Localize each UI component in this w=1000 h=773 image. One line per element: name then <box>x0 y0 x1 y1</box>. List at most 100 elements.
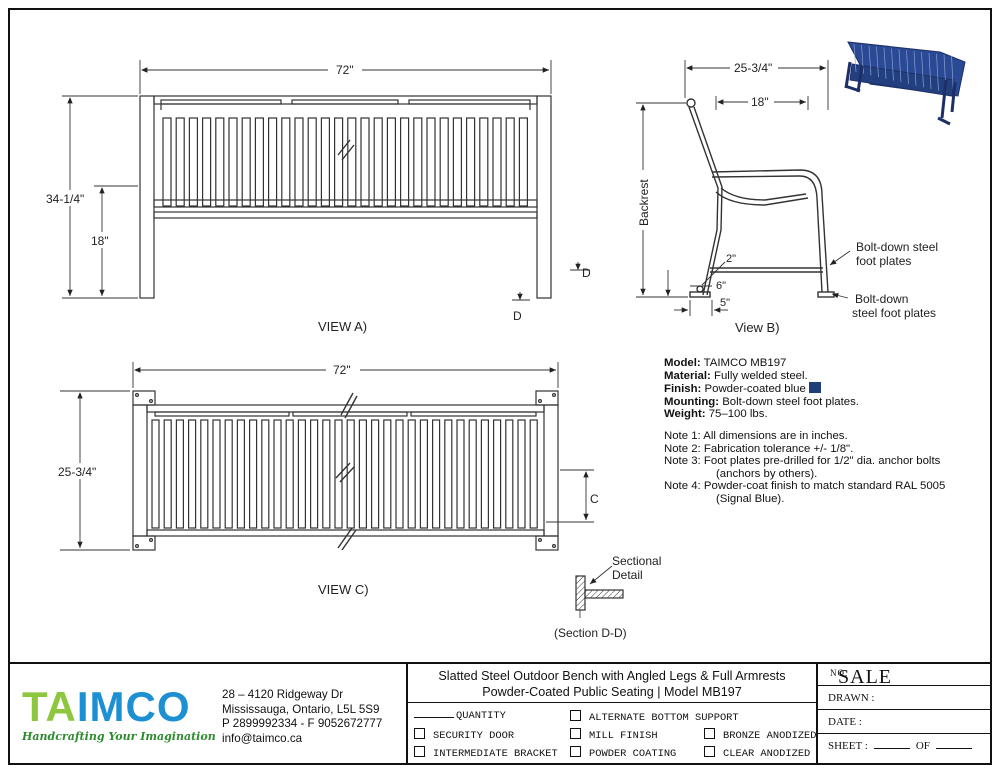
slat <box>360 117 370 207</box>
drawing-title: Slatted Steel Outdoor Bench with Angled … <box>438 669 786 683</box>
view-c-foot-plate-bl <box>132 535 156 551</box>
slat <box>228 117 238 207</box>
bench-slat <box>853 43 857 73</box>
slat <box>529 419 538 529</box>
view-b-label: View B) <box>735 320 780 335</box>
specifications: Model: TAIMCO MB197 Material: Fully weld… <box>664 357 984 506</box>
bench-slat <box>913 51 917 86</box>
slat <box>383 419 392 529</box>
slat <box>188 117 198 207</box>
section-d-d <box>575 565 624 618</box>
view-b-callout-2a: Bolt-down <box>855 292 908 306</box>
option-powder-coating[interactable]: POWDER COATING <box>570 746 676 760</box>
view-b <box>686 98 835 298</box>
view-c-seat-slats <box>151 419 538 529</box>
view-c-c-dim: C <box>590 492 599 506</box>
bench-slat <box>906 50 909 84</box>
slat <box>505 117 515 207</box>
slat <box>492 117 502 207</box>
note-row: Note 2: Fabrication tolerance +/- 1/8". <box>664 442 854 455</box>
drawing-subtitle: Powder-Coated Public Seating | Model MB1… <box>482 685 742 699</box>
slat <box>479 117 489 207</box>
drawn-field[interactable]: DRAWN : <box>828 692 875 704</box>
option-clear-anodized[interactable]: CLEAR ANODIZED <box>704 746 810 760</box>
bench-slat <box>876 46 879 78</box>
slat <box>212 419 221 529</box>
view-b-rear-foot-plate <box>817 291 835 298</box>
spec-row: Finish: Powder-coated blue <box>664 382 984 396</box>
view-a-right-post <box>536 95 552 299</box>
slat <box>373 117 383 207</box>
bench-slat <box>921 52 924 88</box>
slat <box>151 419 160 529</box>
slat <box>162 117 172 207</box>
technical-drawing: 72" 34-1/4" 18" D D VIEW A) 25-3/4" <box>44 41 966 640</box>
slat <box>285 419 294 529</box>
slat <box>175 419 184 529</box>
spec-row: Mounting: Bolt-down steel foot plates. <box>664 395 859 408</box>
view-a-left-post <box>139 95 155 299</box>
slat <box>249 419 258 529</box>
option-intermediate-bracket[interactable]: INTERMEDIATE BRACKET <box>414 746 558 760</box>
slat <box>188 419 197 529</box>
note-row-cont: (anchors by others). <box>716 467 818 480</box>
note-row: Note 3: Foot plates pre-drilled for 1/2"… <box>664 455 941 468</box>
view-c-foot-plate-tr <box>535 390 559 406</box>
checkbox <box>570 746 581 757</box>
slat <box>439 117 449 207</box>
slat <box>347 117 357 207</box>
view-c-foot-plate-br <box>535 535 559 551</box>
spec-row: Material: Fully welded steel. <box>664 369 808 382</box>
view-c-width-dim: 72" <box>333 363 351 377</box>
bench-slat <box>861 44 864 74</box>
slat <box>175 117 185 207</box>
checkbox <box>704 728 715 739</box>
slat <box>215 117 225 207</box>
slat <box>395 419 404 529</box>
slat <box>419 419 428 529</box>
section-callout-a: Sectional <box>612 554 661 568</box>
view-c-depth-dim: 25-3/4" <box>58 465 96 479</box>
section-label: (Section D-D) <box>554 626 627 640</box>
bench-slat <box>891 48 894 81</box>
slat <box>281 117 291 207</box>
title-block: TAIMCO Handcrafting Your Imagination 28 … <box>8 662 992 765</box>
option-bronze-anodized[interactable]: BRONZE ANODIZED <box>704 728 817 742</box>
note-row: Note 4: Powder-coat finish to match stan… <box>664 480 946 493</box>
view-c <box>132 390 559 551</box>
note-row-cont: (Signal Blue). <box>716 492 785 505</box>
spec-row: Model: TAIMCO MB197 <box>664 357 787 369</box>
view-b-depth-dim: 25-3/4" <box>734 61 772 75</box>
slat <box>254 117 264 207</box>
slat <box>310 419 319 529</box>
slat <box>261 419 270 529</box>
options-panel: QUANTITY SECURITY DOOR INTERMEDIATE BRAC… <box>408 702 817 766</box>
option-mill-finish[interactable]: MILL FINISH <box>570 728 658 742</box>
slat <box>432 419 441 529</box>
option-alternate-bottom-support[interactable]: ALTERNATE BOTTOM SUPPORT <box>570 710 739 724</box>
sheet-field[interactable]: SHEET :OF <box>828 740 972 752</box>
bench-slat <box>868 45 872 76</box>
slat <box>518 117 529 207</box>
slat <box>505 419 514 529</box>
company-address: 28 – 4120 Ridgeway Dr Mississauga, Ontar… <box>222 688 383 745</box>
view-a-width-dim: 72" <box>336 63 354 77</box>
slat <box>493 419 502 529</box>
option-security-door[interactable]: SECURITY DOOR <box>414 728 514 742</box>
quantity-field[interactable]: QUANTITY <box>414 710 506 722</box>
date-field[interactable]: DATE : <box>828 716 862 728</box>
slat <box>224 419 233 529</box>
view-c-label: VIEW C) <box>318 582 369 597</box>
slat <box>400 117 410 207</box>
view-b-dim-6: 6" <box>716 280 726 292</box>
bench-slat <box>898 49 902 83</box>
slat <box>426 117 436 207</box>
drawing-sheet <box>8 8 992 765</box>
slat <box>200 419 209 529</box>
slat <box>297 419 306 529</box>
drawing-title-box: Slatted Steel Outdoor Bench with Angled … <box>406 664 818 765</box>
view-b-dim-2: 2" <box>726 253 736 265</box>
slat <box>334 117 344 207</box>
checkbox <box>704 746 715 757</box>
